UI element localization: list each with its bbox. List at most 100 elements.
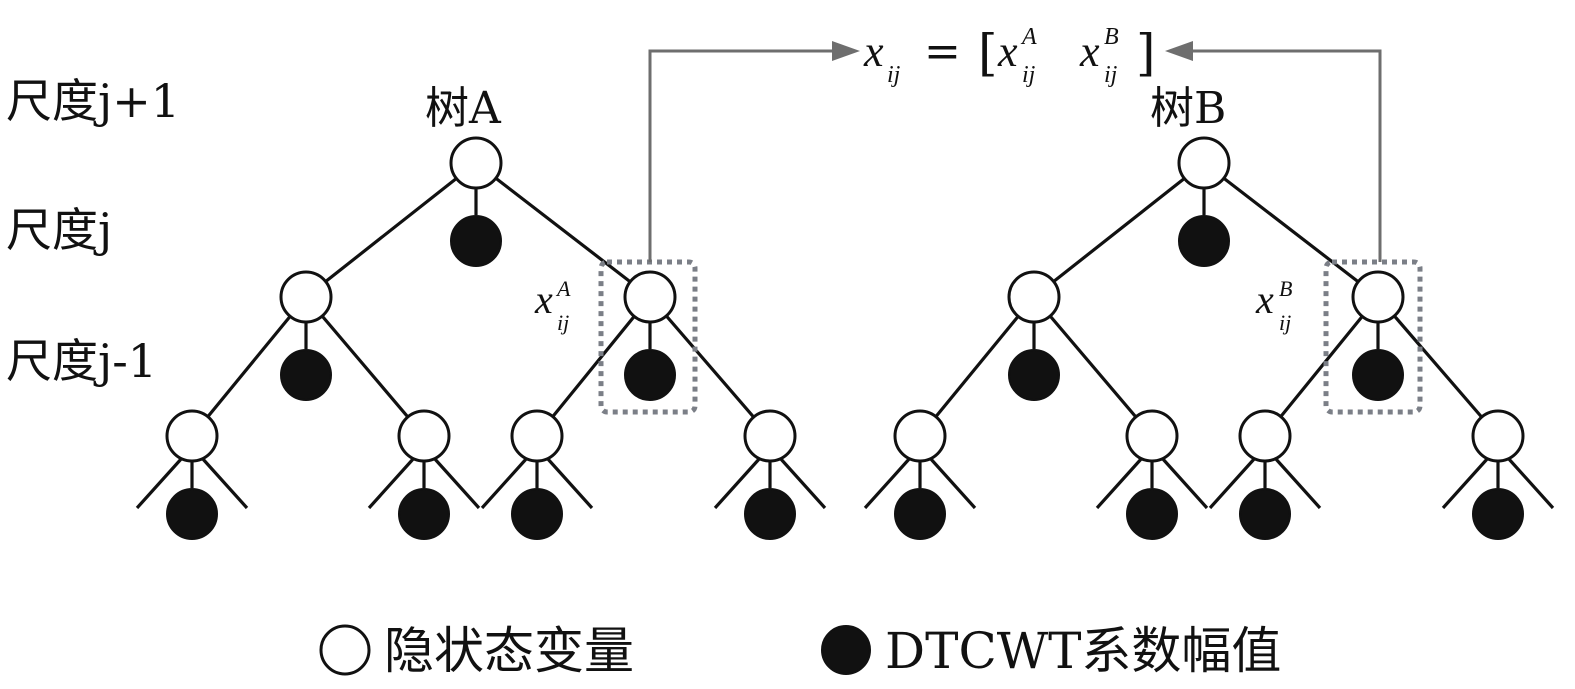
hidden-state-node [510, 409, 564, 463]
coefficient-node [511, 488, 563, 540]
svg-text:A: A [555, 276, 571, 301]
tree-edge [190, 295, 308, 438]
svg-text:ij: ij [1104, 62, 1118, 88]
svg-text:[: [ [978, 24, 998, 82]
node-label-b: x B ij [1255, 276, 1292, 335]
hidden-state-node [279, 270, 333, 324]
legend-hidden-state-label: 隐状态变量 [384, 622, 634, 680]
leaf-branch [778, 456, 827, 510]
leaf-branch [713, 456, 762, 510]
coefficient-node [1239, 488, 1291, 540]
tree-b [863, 136, 1555, 540]
leaf-branch [545, 456, 594, 510]
arrow-from-tree-a [648, 49, 840, 262]
selected-node-box-b [1323, 259, 1423, 415]
svg-text:=: = [924, 26, 961, 77]
tree-edge [1203, 161, 1379, 299]
arrow-from-tree-b [1185, 49, 1382, 262]
svg-text:B: B [1104, 24, 1119, 50]
coefficient-node [1008, 349, 1060, 401]
leaf-branch [367, 456, 416, 510]
leaf-branch [200, 456, 249, 510]
coefficient-node [1352, 349, 1404, 401]
tree-edges [135, 161, 827, 510]
leaf-branch [480, 456, 529, 510]
legend-coefficient-icon [821, 625, 871, 675]
leaf-branch [1273, 456, 1322, 510]
hidden-state-node [165, 409, 219, 463]
coefficient-node [624, 349, 676, 401]
hidden-state-node [1177, 136, 1231, 190]
svg-text:ij: ij [1022, 62, 1036, 88]
tree-edge [1033, 161, 1205, 299]
hidden-state-node [623, 270, 677, 324]
coefficient-node [1126, 488, 1178, 540]
scale-label-j-minus-1: 尺度j-1 [6, 334, 157, 388]
leaf-branch [928, 456, 977, 510]
coefficient-node [894, 488, 946, 540]
tree-edge [304, 295, 426, 438]
tree-b-title: 树B [1150, 83, 1226, 134]
tree-edge [535, 295, 652, 438]
svg-text:B: B [1279, 276, 1292, 301]
legend-coefficient-label: DTCWT系数幅值 [885, 622, 1281, 680]
scale-label-j: 尺度j [6, 203, 112, 257]
coefficient-node [744, 488, 796, 540]
svg-text:ij: ij [1279, 310, 1291, 335]
arrowhead-a-icon [832, 41, 860, 61]
svg-text:ij: ij [557, 310, 569, 335]
hidden-state-node [893, 409, 947, 463]
tree-edge [648, 295, 772, 438]
tree-a [135, 136, 827, 540]
legend-hidden-state-icon [319, 624, 371, 676]
hidden-state-node [1125, 409, 1179, 463]
leaf-branch [1441, 456, 1490, 510]
leaf-branch [1095, 456, 1144, 510]
tree-nodes [893, 136, 1525, 540]
tree-edge [1263, 295, 1380, 438]
hidden-state-node [1238, 409, 1292, 463]
legend: 隐状态变量 DTCWT系数幅值 [319, 622, 1281, 680]
svg-text:ij: ij [887, 62, 901, 88]
tree-edge [918, 295, 1036, 438]
hidden-state-node [743, 409, 797, 463]
combined-formula: x ij = [ x A ij x B ij ] [863, 24, 1156, 88]
coefficient-node [280, 349, 332, 401]
node-label-a: x A ij [534, 276, 571, 335]
coefficient-node [166, 488, 218, 540]
scale-labels: 尺度j+1 尺度j 尺度j-1 [6, 74, 180, 388]
leaf-branch [1160, 456, 1209, 510]
tree-edge [1032, 295, 1154, 438]
tree-edges [863, 161, 1555, 510]
coefficient-node [450, 215, 502, 267]
hidden-state-node [397, 409, 451, 463]
tree-edge [475, 161, 651, 299]
tree-edge [1376, 295, 1500, 438]
svg-text:x: x [534, 277, 553, 322]
hidden-state-node [449, 136, 503, 190]
leaf-branch [432, 456, 481, 510]
selected-node-box-a [598, 259, 698, 415]
leaf-branch [863, 456, 912, 510]
hidden-state-node [1351, 270, 1405, 324]
tree-nodes [165, 136, 797, 540]
svg-text:]: ] [1136, 24, 1156, 82]
leaf-branch [1208, 456, 1257, 510]
tree-edge [305, 161, 477, 299]
svg-text:x: x [863, 27, 884, 76]
svg-text:A: A [1020, 24, 1037, 50]
svg-text:x: x [1255, 277, 1274, 322]
coefficient-node [398, 488, 450, 540]
coefficient-node [1472, 488, 1524, 540]
hidden-state-node [1007, 270, 1061, 324]
leaf-branch [135, 456, 184, 510]
tree-a-title: 树A [425, 83, 502, 134]
hidden-state-node [1471, 409, 1525, 463]
coefficient-node [1178, 215, 1230, 267]
svg-text:x: x [997, 27, 1018, 76]
leaf-branch [1506, 456, 1555, 510]
arrowhead-b-icon [1165, 41, 1193, 61]
svg-text:x: x [1079, 27, 1100, 76]
scale-label-j-plus-1: 尺度j+1 [6, 74, 180, 128]
